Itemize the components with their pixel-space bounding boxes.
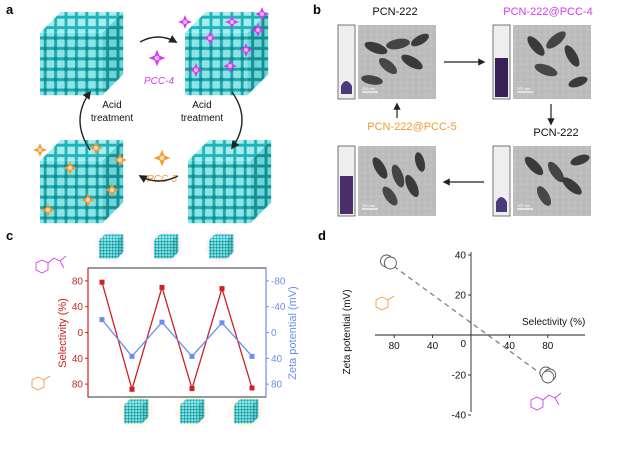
c-left-tick-label: 40	[72, 354, 84, 365]
c-selectivity-point	[99, 279, 105, 285]
panel-a-letter: a	[6, 2, 14, 17]
panel-b: b PCN-222 PCN-222@PCC-4 PCN-222@PCC-5 PC…	[313, 2, 593, 217]
c-ylabel-right: Zeta potential (mV)	[287, 286, 299, 380]
c-selectivity-point	[159, 284, 165, 290]
acid-treatment-left-line1: Acid	[102, 100, 121, 111]
d-y-tick-label: -40	[452, 411, 467, 422]
benzaldehyde-structure-d	[375, 295, 395, 311]
c-left-tick-label: 40	[72, 302, 84, 313]
pcc5-molecule-icon	[153, 149, 171, 167]
mof-cube-top-left	[40, 12, 124, 96]
benzylidenemalononitrile-structure-d	[530, 392, 562, 411]
c-left-tick-label: 0	[77, 328, 83, 339]
acid-treatment-right-line2: treatment	[181, 113, 223, 124]
c-zeta-point	[219, 320, 225, 326]
panel-d: d 80 40 40 80 40 20 0 -20 -40 Zeta potential (mV…	[318, 228, 585, 422]
c-series-layer	[99, 279, 255, 392]
c-right-tick-label: -80	[271, 276, 286, 287]
vial-bottom-right	[492, 145, 511, 217]
c-left-tick-label: 80	[72, 380, 84, 391]
d-y-tick-label: -20	[452, 371, 467, 382]
tem-image-bottom-right: 200 nm	[513, 146, 591, 216]
pcc4-label: PCC-4	[144, 76, 174, 87]
b-title-bottom-right: PCN-222	[533, 127, 578, 139]
d-xlabel: Selectivity (%)	[522, 317, 585, 328]
acid-treatment-left-line2: treatment	[91, 113, 133, 124]
d-series-layer	[380, 254, 557, 384]
c-zeta-line	[101, 319, 253, 358]
mof-cube-top-right-with-pcc4	[178, 7, 269, 96]
mof-pcc4-icon-2	[149, 229, 183, 263]
pcc4-molecule-icon	[148, 49, 166, 67]
c-right-tick-label: 40	[271, 354, 283, 365]
mof-cube-bottom-left-with-pcc5	[33, 140, 127, 224]
mof-pcc5-icon-2	[174, 393, 210, 429]
scale-bar-label: 200 nm	[517, 86, 531, 91]
d-data-point	[541, 370, 555, 384]
d-tick-layer: 80 40 40 80 40 20 0 -20 -40	[389, 251, 554, 422]
c-zeta-point	[129, 353, 135, 359]
d-x-tick-label: 40	[427, 341, 439, 352]
arrow-a-right	[231, 91, 243, 150]
benzylidenemalononitrile-structure-c	[35, 255, 67, 274]
vial-top-left	[337, 24, 356, 100]
panel-a: a	[6, 2, 272, 224]
c-zeta-point	[189, 353, 195, 359]
c-selectivity-point	[189, 386, 195, 392]
c-ylabel-left: Selectivity (%)	[57, 298, 69, 368]
c-selectivity-line	[101, 282, 253, 392]
b-title-bottom-left: PCN-222@PCC-5	[367, 121, 456, 133]
d-fit-line	[386, 260, 552, 382]
scale-bar-label: 200 nm	[362, 203, 376, 208]
c-right-tick-label: 80	[271, 380, 283, 391]
acid-treatment-right-line1: Acid	[192, 100, 211, 111]
c-right-tick-label: -40	[271, 302, 286, 313]
c-right-tick-label: 0	[271, 328, 277, 339]
b-title-top-left: PCN-222	[372, 6, 417, 18]
pcc5-label: PCC-5	[147, 174, 177, 185]
d-y-tick-label: 20	[455, 291, 467, 302]
tem-image-top-right: 200 nm	[513, 25, 591, 99]
c-zeta-point	[159, 319, 165, 325]
c-selectivity-point	[129, 386, 135, 392]
c-selectivity-point	[249, 385, 255, 391]
d-x-tick-label: 80	[389, 341, 401, 352]
panel-d-letter: d	[318, 228, 326, 243]
panel-b-letter: b	[313, 2, 321, 17]
c-plot-frame	[87, 267, 267, 398]
arrow-a-top	[139, 35, 178, 43]
scale-bar-label: 200 nm	[362, 86, 376, 91]
d-x-tick-label: 80	[542, 341, 554, 352]
c-zeta-point	[249, 353, 255, 359]
mof-pcc4-icon-3	[204, 229, 238, 263]
mof-pcc4-icon-1	[94, 229, 128, 263]
mof-pcc5-icon-1	[118, 393, 154, 429]
vial-bottom-left	[337, 145, 356, 217]
mof-cube-bottom-right	[188, 140, 272, 224]
arrow-a-bottom	[138, 175, 179, 183]
c-left-tick-labels: 80 40 0 40 80	[72, 276, 88, 391]
tem-image-bottom-left: 200 nm	[358, 146, 436, 216]
arrow-a-left	[79, 90, 91, 151]
d-y-tick-label: 0	[460, 339, 466, 350]
vial-top-right	[492, 24, 511, 100]
benzaldehyde-structure-c	[31, 375, 51, 391]
mof-pcc5-icon-3	[228, 393, 264, 429]
c-zeta-point	[99, 317, 105, 323]
b-title-top-right: PCN-222@PCC-4	[503, 6, 592, 18]
d-x-tick-label: 40	[504, 341, 516, 352]
panel-c-letter: c	[6, 228, 13, 243]
scale-bar-label: 200 nm	[517, 203, 531, 208]
c-left-tick-label: 80	[72, 276, 84, 287]
c-right-tick-labels: -80 -40 0 40 80	[266, 276, 286, 391]
d-y-tick-label: 40	[455, 251, 467, 262]
c-selectivity-point	[219, 286, 225, 292]
tem-image-top-left: 200 nm	[358, 25, 436, 99]
d-data-point	[383, 256, 397, 270]
panel-c: c	[6, 228, 299, 429]
d-ylabel: Zeta potential (mV)	[342, 289, 353, 374]
